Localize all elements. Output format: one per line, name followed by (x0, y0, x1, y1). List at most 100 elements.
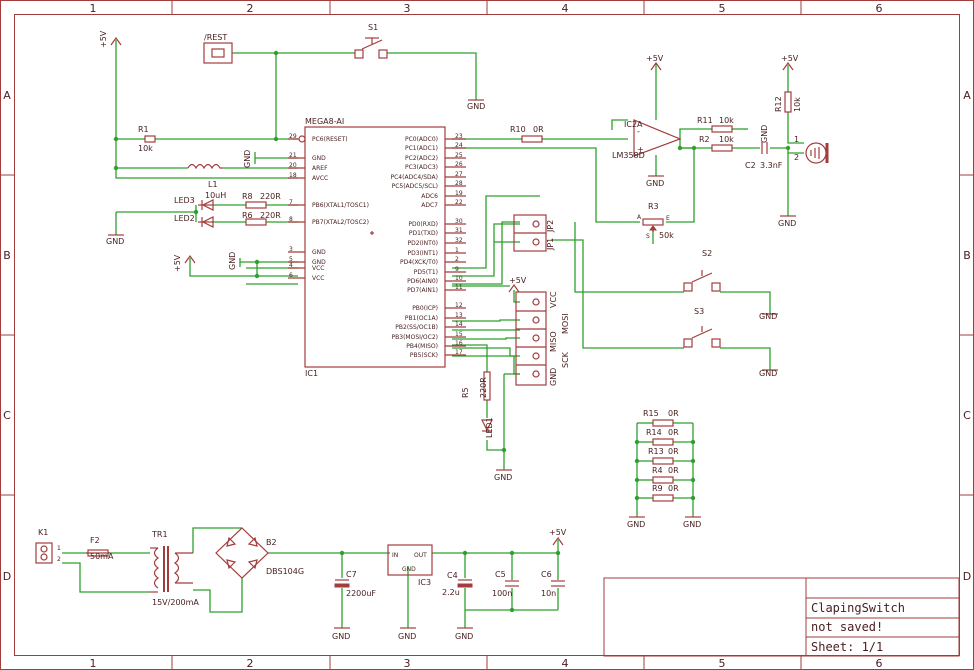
row-label: B (963, 249, 971, 262)
ic2a-label: IC2A (624, 120, 643, 129)
ic1-pin-label: AVCC (312, 175, 328, 182)
isp-header (515, 291, 547, 386)
ic3-pin-gnd: GND (402, 566, 416, 573)
isp-pin-label: GND (549, 368, 558, 386)
mic-pin: 1 (794, 135, 799, 144)
svg-text:+: + (637, 145, 644, 154)
r4-value: 0R (668, 466, 679, 475)
b2-label: B2 (266, 538, 277, 547)
tr1-label: TR1 (151, 530, 168, 539)
c4-label: C4 (447, 571, 458, 580)
isp-pin-label: MOSI (561, 313, 570, 334)
r9-label: R9 (652, 484, 663, 493)
ic1-pin-label: GND (312, 259, 326, 266)
col-label: 1 (90, 2, 97, 15)
r1-label: R1 (138, 125, 149, 134)
r6-label: R6 (242, 211, 253, 220)
ic1-pin-number: 18 (289, 172, 297, 179)
ic1-pin-number: 5 (289, 256, 293, 263)
r8-value: 220R (260, 192, 281, 201)
ic1-pin-label: PB6(XTAL1/TOSC1) (312, 202, 369, 209)
ic1-pin-label: PB5(SCK) (410, 352, 438, 359)
gnd-label: GND (106, 237, 124, 246)
ic1-left-pin-labels: PC6(RESET)29GND21AREF20AVCC18PB6(XTAL1/T… (288, 133, 369, 282)
ic1-pin-label: ADC7 (421, 202, 438, 209)
r8-label: R8 (242, 192, 253, 201)
r2-value: 10k (719, 135, 734, 144)
ic1-pin-label: ADC6 (421, 193, 438, 200)
col-label: 4 (562, 657, 569, 670)
c4-value: 2.2u (442, 588, 460, 597)
isp-pin-label: MISO (549, 331, 558, 352)
ic1-pin-number: 30 (455, 218, 463, 225)
ic1-pin-label: PD2(INT0) (408, 240, 438, 247)
col-label: 6 (876, 657, 883, 670)
r3-pin-e: E (666, 215, 670, 222)
ic3-pin-out: OUT (414, 552, 427, 559)
tr1-value: 15V/200mA (152, 598, 199, 607)
capacitor-c4 (457, 579, 473, 588)
ic1-pin-number: 26 (455, 161, 463, 168)
row-label: C (963, 409, 971, 422)
c6-label: C6 (541, 570, 552, 579)
col-label: 6 (876, 2, 883, 15)
ic1-pin-label: PC0(ADC0) (405, 136, 438, 143)
ic1-right-pin-labels: PC0(ADC0)23PC1(ADC1)24PC2(ADC2)25PC3(ADC… (391, 133, 466, 359)
ic1-pin-number: 31 (455, 227, 463, 234)
led1 (481, 419, 493, 432)
ic1-pin-number: 6 (289, 272, 293, 279)
ic1-pin-label: PC5(ADC5/SCL) (392, 183, 438, 190)
save-status: not saved! (811, 620, 883, 634)
k1-pin: 1 (57, 545, 61, 552)
opamp-ic2a: - + (633, 119, 682, 157)
r11-value: 10k (719, 116, 734, 125)
ic1-pin-label: PB2(SS/OC1B) (395, 324, 438, 331)
gnd-label: GND (646, 179, 664, 188)
l1-label: L1 (208, 180, 218, 189)
ic1-pin-label: PB4(MISO) (406, 343, 438, 350)
r4-label: R4 (652, 466, 663, 475)
r3-label: R3 (648, 202, 659, 211)
gnd-label: GND (778, 219, 796, 228)
c5-label: C5 (495, 570, 506, 579)
ic1-pin-label: PC1(ADC1) (405, 145, 438, 152)
ic1-pin-label: PB7(XTAL2/TOSC2) (312, 219, 369, 226)
capacitor-c6 (551, 580, 565, 587)
r1-value: 10k (138, 144, 153, 153)
r14-label: R14 (646, 428, 662, 437)
resistor-r1 (144, 135, 156, 143)
gnd-label: GND (760, 125, 769, 143)
plus5v-label: +5V (646, 54, 664, 63)
ic1-pin-number: 8 (289, 216, 293, 223)
ic1-pin-label: PC6(RESET) (312, 136, 348, 143)
plus5v-label: +5V (549, 528, 567, 537)
ic1-pin-label: VCC (312, 265, 324, 272)
ic1-pin-label: GND (312, 155, 326, 162)
led3-label: LED3 (174, 196, 195, 205)
ic1-pin-number: 3 (289, 246, 293, 253)
ic1-pin-number: 1 (455, 247, 459, 254)
c6-value: 10n (541, 589, 556, 598)
ic1-pin-number: 10 (455, 275, 463, 282)
ic1-pin-number: 16 (455, 340, 463, 347)
ic1-pin-number: 29 (289, 133, 297, 140)
r11-label: R11 (697, 116, 713, 125)
ic1-pin-label: GND (312, 249, 326, 256)
c2-value: 3.3nF (760, 161, 783, 170)
title-block: ClapingSwitch not saved! Sheet: 1/1 (603, 577, 960, 657)
ic3-pin-in: IN (392, 552, 398, 559)
b2-value: DBS104G (266, 567, 304, 576)
r6-value: 220R (260, 211, 281, 220)
ic1-pin-number: 24 (455, 142, 463, 149)
row-label: A (3, 89, 11, 102)
ic1-mega8 (298, 126, 446, 368)
c2-label: C2 (745, 161, 756, 170)
capacitor-c7 (334, 579, 350, 588)
gnd-label: GND (228, 252, 237, 270)
ic1-pin-number: 2 (455, 256, 459, 263)
k1-label: K1 (38, 528, 48, 537)
transformer-tr1 (150, 546, 193, 593)
row-label: A (963, 89, 971, 102)
k1-pin: 2 (57, 556, 61, 563)
